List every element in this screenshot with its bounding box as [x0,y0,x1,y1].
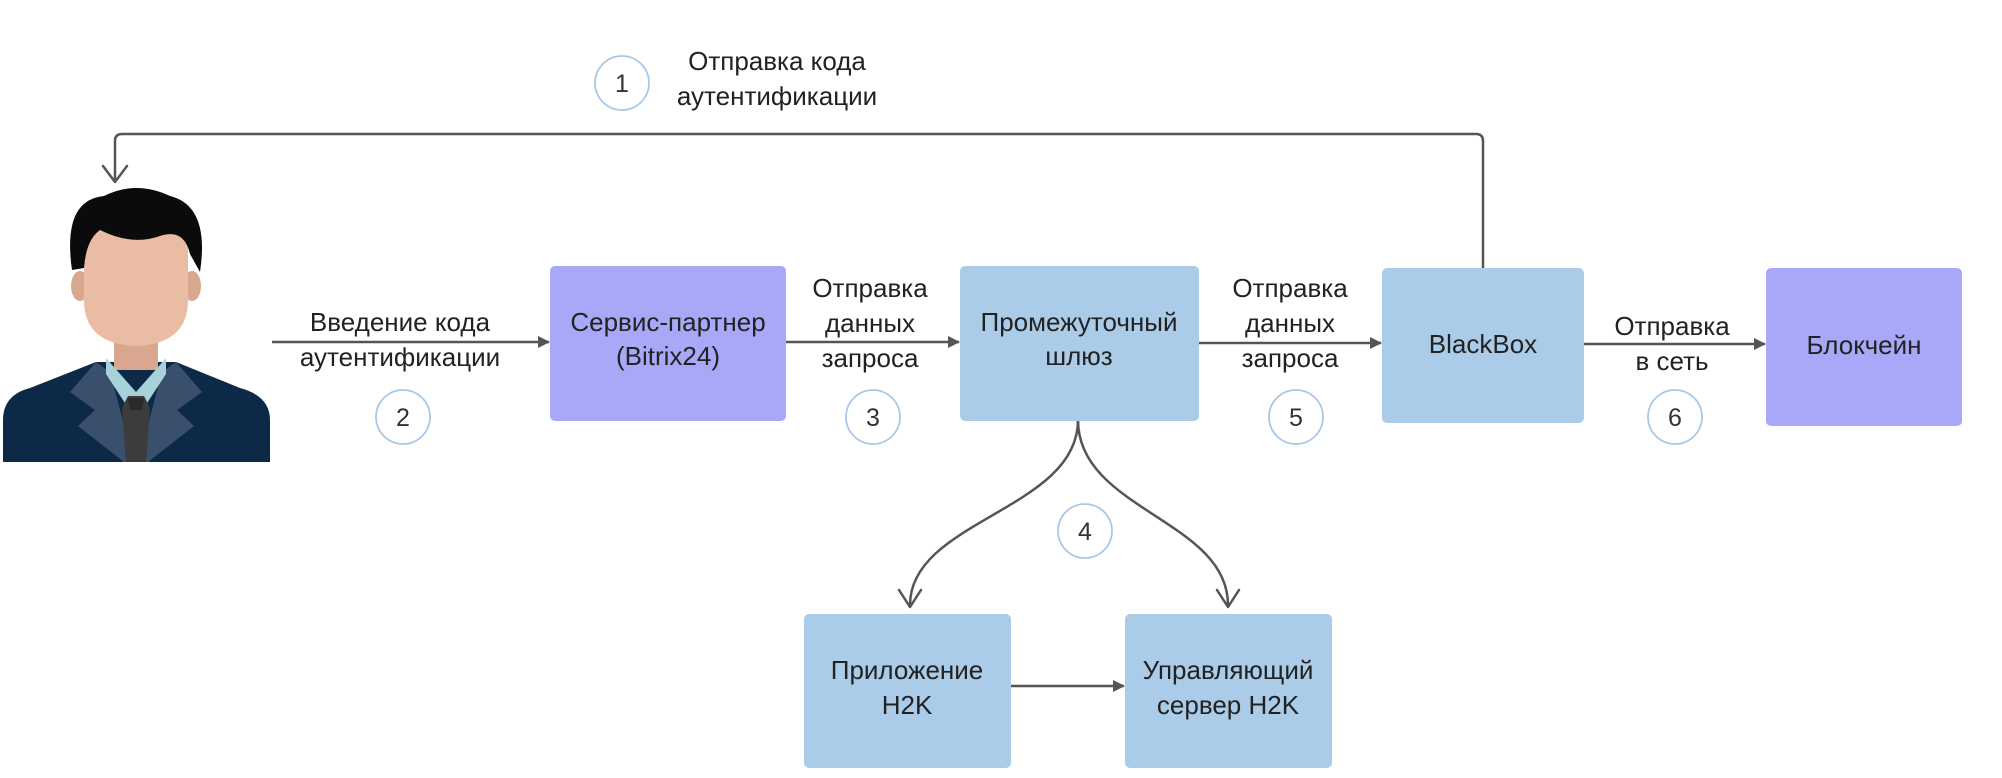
edge-labels: Отправка кода аутентификации Введение ко… [300,46,1730,376]
avatar-hair [70,188,202,272]
node-gateway-box [960,266,1199,421]
edge-4a-connector [908,419,1080,606]
node-blackbox: BlackBox [1382,268,1584,423]
connectors [101,132,1766,692]
edge-5-label-2: данных [1245,308,1335,338]
edge-5-label-1: Отправка [1232,273,1348,303]
node-server-h2k-box [1125,614,1332,768]
step-badge-4-number: 4 [1078,518,1092,546]
node-blackbox-box [1382,268,1584,423]
avatar-lapel-right [138,362,202,462]
edge-1-label-2: аутентификации [677,81,877,111]
step-badge-1-number: 1 [615,70,629,98]
node-server-h2k-label-2: сервер H2K [1157,690,1300,720]
node-server-h2k-label-1: Управляющий [1143,655,1314,685]
step-badge-2: 2 [375,389,431,445]
businessman-avatar-icon [3,188,270,462]
edge-1-arrowhead [101,164,129,184]
node-server-h2k: Управляющий сервер H2K [1125,614,1332,768]
step-badge-5: 5 [1268,389,1324,445]
step-badge-6: 6 [1647,389,1703,445]
node-blockchain: Блокчейн [1766,268,1962,426]
edge-1-label-1: Отправка кода [688,46,866,76]
node-gateway-label-2: шлюз [1045,341,1112,371]
edge-3-label-1: Отправка [812,273,928,303]
node-partner-label-1: Сервис-партнер [570,307,765,337]
step-badge-1: 1 [594,55,650,111]
avatar-face [84,212,188,346]
node-app-h2k: Приложение H2K [804,614,1011,768]
node-partner: Сервис-партнер (Bitrix24) [550,266,786,421]
edge-5-label-3: запроса [1242,343,1339,373]
step-badge-2-number: 2 [396,404,410,432]
avatar-tie-knot [127,398,145,410]
step-badge-6-number: 6 [1668,404,1682,432]
node-app-h2k-label-1: Приложение [831,655,984,685]
node-gateway-label-1: Промежуточный [981,307,1178,337]
edge-2-label-1: Введение кода [310,307,491,337]
step-badge-5-number: 5 [1289,404,1303,432]
step-badge-3-number: 3 [866,404,880,432]
edge-3-label-2: данных [825,308,915,338]
edge-4b-connector [1076,419,1230,606]
edge-6-label-2: в сеть [1635,346,1708,376]
node-blockchain-box [1766,268,1962,426]
step-badges: 1 2 3 4 5 6 [375,55,1703,559]
node-blockchain-label: Блокчейн [1807,330,1922,360]
edge-2-label-2: аутентификации [300,342,500,372]
edge-4a-arrowhead [897,588,923,609]
node-app-h2k-label-2: H2K [882,690,933,720]
node-blackbox-label: BlackBox [1429,329,1537,359]
node-app-h2k-box [804,614,1011,768]
step-badge-3: 3 [845,389,901,445]
node-gateway: Промежуточный шлюз [960,266,1199,421]
edge-4b-arrowhead [1215,588,1241,609]
edge-1-connector [113,132,1485,268]
edge-3-label-3: запроса [822,343,919,373]
node-partner-label-2: (Bitrix24) [616,341,720,371]
avatar-lapel-left [70,362,134,462]
edge-6-label-1: Отправка [1614,311,1730,341]
node-partner-box [550,266,786,421]
step-badge-4: 4 [1057,503,1113,559]
avatar-tie [122,396,150,462]
